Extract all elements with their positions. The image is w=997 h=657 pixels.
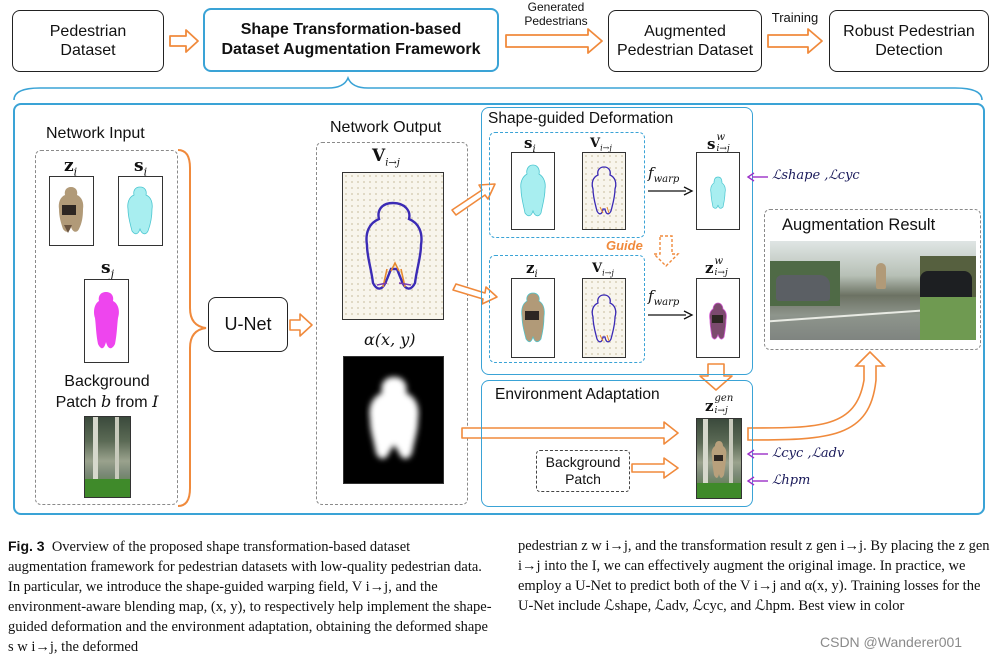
v-output-label: Vi→j xyxy=(372,146,400,169)
sg-v2-label: Vi→j xyxy=(592,261,614,278)
framework-label: Shape Transformation-based Dataset Augme… xyxy=(221,21,481,58)
loss-arrow-2 xyxy=(746,449,768,459)
loss-cyc-adv: ℒcyc ,ℒadv xyxy=(772,446,845,461)
sg-v-image xyxy=(582,152,626,230)
fwarp-1-arrow xyxy=(648,186,694,196)
network-input-frame xyxy=(35,150,178,505)
fwarp-1-label: fwarp xyxy=(648,164,680,185)
augmented-dataset-label: Augmented Pedestrian Dataset xyxy=(616,23,754,59)
unet-box: U-Net xyxy=(208,297,288,352)
shape-guided-title: Shape-guided Deformation xyxy=(488,110,674,127)
main-framework-panel xyxy=(13,103,985,515)
augmentation-result-image xyxy=(770,241,976,340)
robust-detection-box: Robust Pedestrian Detection xyxy=(829,10,989,72)
training-label: Training xyxy=(771,10,819,25)
background-patch-small-label: Background Patch xyxy=(545,454,621,487)
pedestrian-dataset-box: Pedestrian Dataset xyxy=(12,10,164,72)
sg-v2-image xyxy=(582,278,626,358)
watermark: CSDN @Wanderer001 xyxy=(820,634,963,650)
z-w-image xyxy=(696,278,740,358)
caption-right: pedestrian z w i→j, and the transformati… xyxy=(518,538,990,614)
unet-label: U-Net xyxy=(224,314,272,334)
sg-v-label: Vi→j xyxy=(590,136,612,153)
guide-label: Guide xyxy=(606,238,643,253)
augmentation-result-frame xyxy=(764,209,981,350)
s-i-label: si xyxy=(134,156,148,179)
augmentation-result-title: Augmentation Result xyxy=(782,216,936,234)
sg-s-i-label: si xyxy=(524,134,536,155)
alpha-output-label: α(x, y) xyxy=(364,330,416,349)
input-z-i-image xyxy=(49,176,94,246)
s-j-label: sj xyxy=(101,258,114,281)
sg-z-i-image xyxy=(511,278,555,358)
input-s-i-image xyxy=(118,176,163,246)
network-output-title: Network Output xyxy=(330,119,442,136)
z-w-label: z w i→j xyxy=(705,256,728,278)
warping-field-image xyxy=(342,172,444,320)
input-background-patch-image xyxy=(84,416,131,498)
top-row-arrows xyxy=(13,28,983,101)
background-patch-label: Background Patch b from I xyxy=(55,373,159,411)
loss-arrow-3 xyxy=(746,476,768,486)
augmented-dataset-box: Augmented Pedestrian Dataset xyxy=(608,10,762,72)
fwarp-2-arrow xyxy=(648,310,694,320)
background-patch-small-box: Background Patch xyxy=(536,450,630,492)
sg-s-i-image xyxy=(511,152,555,230)
z-gen-label: z gen i→j xyxy=(705,393,734,416)
input-brace xyxy=(177,149,207,507)
pedestrian-row-frame xyxy=(489,255,645,363)
s-w-label: s w i→j xyxy=(707,132,730,154)
shape-row-frame xyxy=(489,132,645,238)
robust-detection-label: Robust Pedestrian Detection xyxy=(843,23,975,59)
generated-pedestrians-label: Generated Pedestrians xyxy=(524,0,588,28)
loss-hpm: ℒhpm xyxy=(772,473,811,488)
caption-left: Fig. 3 Overview of the proposed shape tr… xyxy=(8,538,492,655)
guide-arrow xyxy=(652,235,680,267)
environment-title: Environment Adaptation xyxy=(495,386,660,403)
blending-map-image xyxy=(343,356,444,484)
fwarp-2-label: fwarp xyxy=(648,287,680,308)
pedestrian-dataset-label: Pedestrian Dataset xyxy=(49,23,127,59)
network-output-frame xyxy=(316,142,468,505)
sg-z-i-label: zi xyxy=(526,259,538,280)
input-s-j-image xyxy=(84,279,129,363)
loss-shape-cyc: ℒshape ,ℒcyc xyxy=(772,168,860,183)
environment-panel xyxy=(481,380,753,507)
output-arrows xyxy=(289,183,886,479)
z-i-label: zi xyxy=(64,156,78,179)
shape-guided-panel xyxy=(481,107,753,375)
s-w-image xyxy=(696,152,740,230)
loss-arrow-1 xyxy=(746,172,768,182)
z-gen-image xyxy=(696,418,742,499)
network-input-title: Network Input xyxy=(46,125,145,142)
framework-brace xyxy=(13,75,983,101)
framework-box: Shape Transformation-based Dataset Augme… xyxy=(203,8,499,72)
